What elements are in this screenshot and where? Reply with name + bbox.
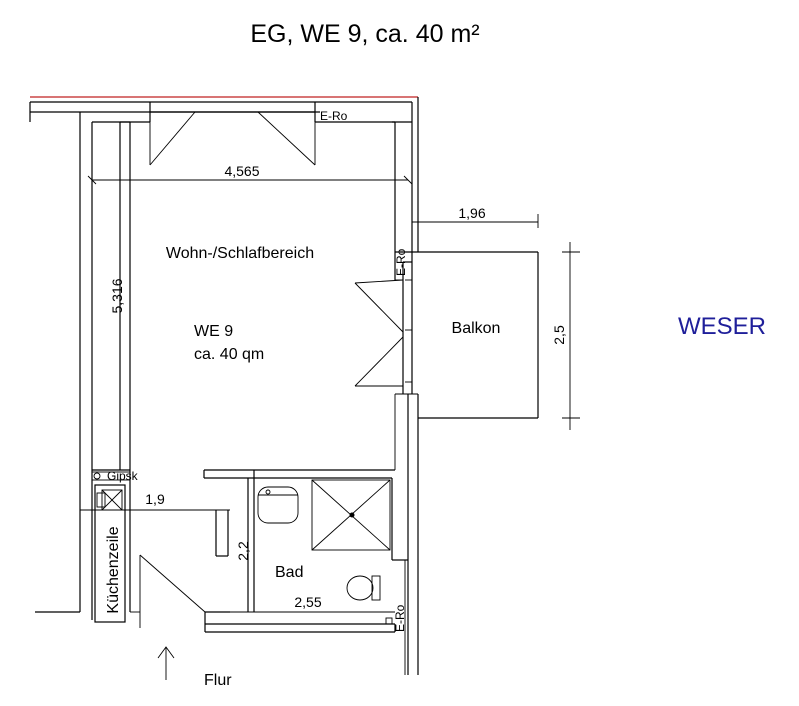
bath-walls xyxy=(203,469,408,633)
hall-label: Flur xyxy=(204,672,232,689)
unit-area-label: ca. 40 qm xyxy=(194,346,264,363)
kitchen-label: Küchenzeile xyxy=(105,526,122,613)
balcony: 1,96 2,5 Balkon xyxy=(412,205,580,430)
dimension-living-width: 4,565 xyxy=(87,163,413,185)
e-ro-bottom-label: E-Ro xyxy=(393,604,407,632)
e-ro-top-label: E-Ro xyxy=(320,109,348,123)
dim-label-kitchen: 1,9 xyxy=(145,491,165,507)
balcony-label: Balkon xyxy=(452,320,501,337)
unit-name-label: WE 9 xyxy=(194,323,233,340)
bath-fixtures: Bad 2,2 2,55 E-Ro xyxy=(230,479,407,632)
dimension-living-height: 5,316 xyxy=(109,278,125,313)
living-room-label: Wohn-/Schlafbereich xyxy=(166,245,314,262)
top-window xyxy=(149,102,412,252)
kitchen-area: Gipsk Küchenzeile xyxy=(91,469,139,623)
gipsk-label: Gipsk xyxy=(107,469,139,483)
bath-label: Bad xyxy=(275,564,303,581)
exterior-top-wall xyxy=(30,96,418,113)
dim-label-width: 4,565 xyxy=(224,163,259,179)
exterior-right-wall xyxy=(404,97,419,675)
dim-label-balcony-width: 1,96 xyxy=(458,205,485,221)
e-ro-right-label: E-Ro xyxy=(394,248,408,276)
dim-label-height: 5,316 xyxy=(109,278,125,313)
entrance-door: Flur xyxy=(130,554,232,689)
dim-label-balcony-depth: 2,5 xyxy=(551,325,567,345)
plan-title: EG, WE 9, ca. 40 m² xyxy=(250,20,480,48)
dim-label-bath-width: 2,55 xyxy=(294,594,321,610)
river-label: WESER xyxy=(678,313,767,340)
balcony-door-wall: E-Ro xyxy=(354,248,418,470)
dim-label-bath-height: 2,2 xyxy=(235,541,251,561)
dimension-kitchen: 1,9 xyxy=(80,491,230,511)
